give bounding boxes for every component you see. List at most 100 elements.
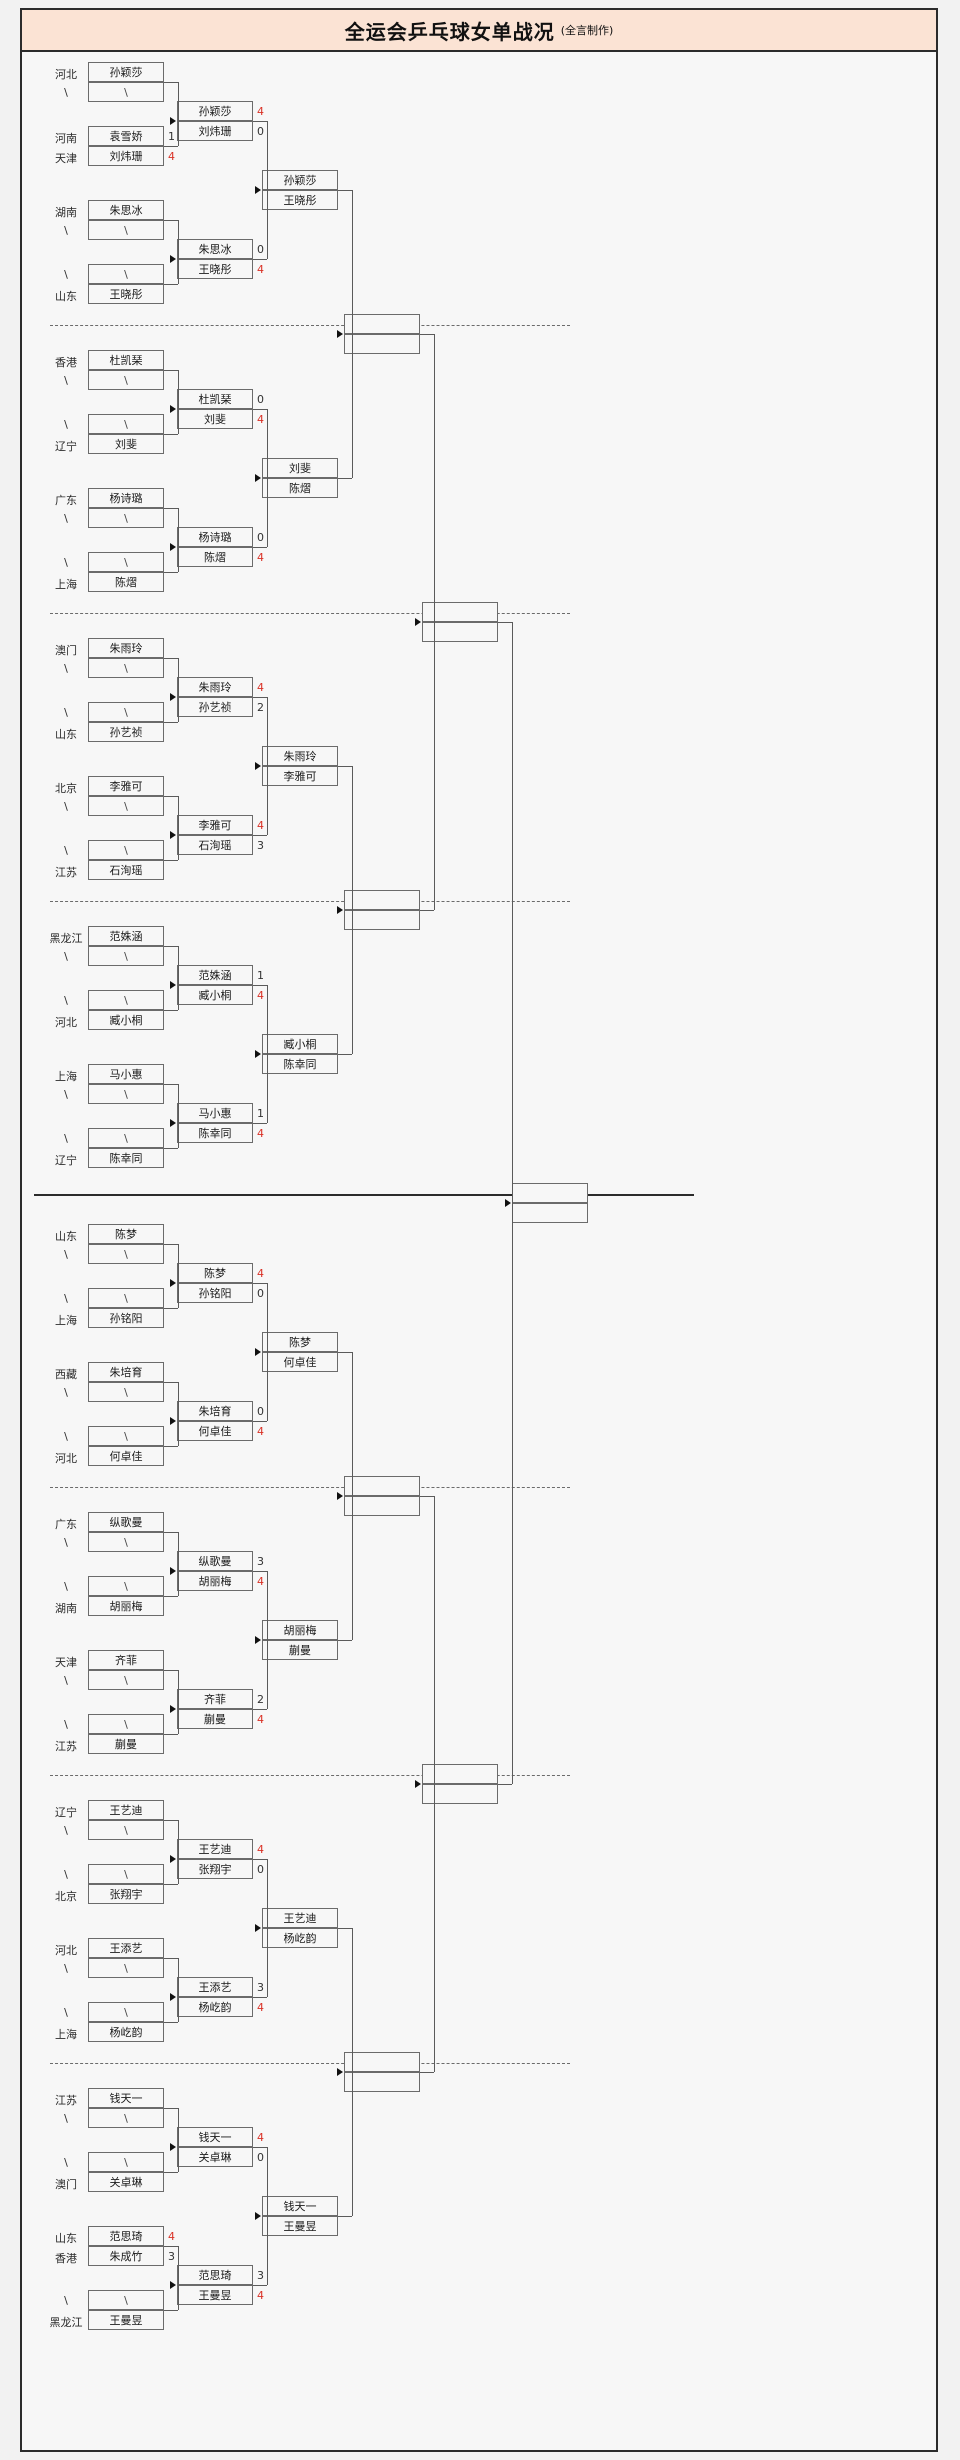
r2-slot-top[interactable]: 孙颖莎: [177, 101, 253, 121]
r1-slot-top[interactable]: 陈梦: [88, 1224, 164, 1244]
r1-slot-top[interactable]: \: [88, 1288, 164, 1308]
r1-slot-top[interactable]: 孙颖莎: [88, 62, 164, 82]
r1-slot-bottom[interactable]: 杨屹韵: [88, 2022, 164, 2042]
r3-slot-bottom[interactable]: 陈幸同: [262, 1054, 338, 1074]
r2-slot-bottom[interactable]: 蒯曼: [177, 1709, 253, 1729]
r2-slot-bottom[interactable]: 王晓彤: [177, 259, 253, 279]
r4-slot-top[interactable]: [344, 2052, 420, 2072]
r1-slot-bottom[interactable]: \: [88, 1084, 164, 1104]
r1-slot-top[interactable]: 朱培育: [88, 1362, 164, 1382]
r4-slot-bottom[interactable]: [344, 334, 420, 354]
r1-slot-bottom[interactable]: \: [88, 370, 164, 390]
r1-slot-top[interactable]: \: [88, 2152, 164, 2172]
r2-slot-bottom[interactable]: 孙艺祯: [177, 697, 253, 717]
r1-slot-top[interactable]: 袁雪娇: [88, 126, 164, 146]
final-slot-bottom[interactable]: [512, 1203, 588, 1223]
r1-slot-top[interactable]: 马小惠: [88, 1064, 164, 1084]
r2-slot-bottom[interactable]: 张翔宇: [177, 1859, 253, 1879]
r1-slot-top[interactable]: \: [88, 1714, 164, 1734]
r2-slot-top[interactable]: 王添艺: [177, 1977, 253, 1997]
r1-slot-bottom[interactable]: 朱成竹: [88, 2246, 164, 2266]
r2-slot-bottom[interactable]: 孙铭阳: [177, 1283, 253, 1303]
r1-slot-bottom[interactable]: 关卓琳: [88, 2172, 164, 2192]
r2-slot-top[interactable]: 朱思冰: [177, 239, 253, 259]
r2-slot-bottom[interactable]: 刘斐: [177, 409, 253, 429]
r1-slot-top[interactable]: \: [88, 264, 164, 284]
r1-slot-bottom[interactable]: 陈熠: [88, 572, 164, 592]
r1-slot-top[interactable]: 朱雨玲: [88, 638, 164, 658]
r2-slot-bottom[interactable]: 刘炜珊: [177, 121, 253, 141]
r2-slot-bottom[interactable]: 陈幸同: [177, 1123, 253, 1143]
r3-slot-bottom[interactable]: 王晓彤: [262, 190, 338, 210]
r1-slot-top[interactable]: \: [88, 1576, 164, 1596]
final-slot-top[interactable]: [512, 1183, 588, 1203]
r2-slot-bottom[interactable]: 胡丽梅: [177, 1571, 253, 1591]
r3-slot-top[interactable]: 钱天一: [262, 2196, 338, 2216]
r1-slot-bottom[interactable]: \: [88, 1532, 164, 1552]
r1-slot-bottom[interactable]: \: [88, 82, 164, 102]
r1-slot-top[interactable]: 李雅可: [88, 776, 164, 796]
r2-slot-top[interactable]: 范思琦: [177, 2265, 253, 2285]
r1-slot-bottom[interactable]: \: [88, 508, 164, 528]
r1-slot-top[interactable]: \: [88, 840, 164, 860]
r5-slot-bottom[interactable]: [422, 1784, 498, 1804]
r3-slot-top[interactable]: 朱雨玲: [262, 746, 338, 766]
r3-slot-bottom[interactable]: 李雅可: [262, 766, 338, 786]
r2-slot-bottom[interactable]: 臧小桐: [177, 985, 253, 1005]
r1-slot-top[interactable]: 杨诗璐: [88, 488, 164, 508]
r3-slot-bottom[interactable]: 杨屹韵: [262, 1928, 338, 1948]
r1-slot-bottom[interactable]: \: [88, 1820, 164, 1840]
r5-slot-top[interactable]: [422, 1764, 498, 1784]
r1-slot-top[interactable]: 朱思冰: [88, 200, 164, 220]
r2-slot-bottom[interactable]: 关卓琳: [177, 2147, 253, 2167]
r1-slot-bottom[interactable]: \: [88, 1670, 164, 1690]
r1-slot-bottom[interactable]: 何卓佳: [88, 1446, 164, 1466]
r2-slot-top[interactable]: 马小惠: [177, 1103, 253, 1123]
r1-slot-top[interactable]: 王添艺: [88, 1938, 164, 1958]
r3-slot-bottom[interactable]: 何卓佳: [262, 1352, 338, 1372]
r1-slot-bottom[interactable]: \: [88, 2108, 164, 2128]
r2-slot-top[interactable]: 杜凯琹: [177, 389, 253, 409]
r1-slot-bottom[interactable]: 王曼昱: [88, 2310, 164, 2330]
r1-slot-bottom[interactable]: 刘炜珊: [88, 146, 164, 166]
r1-slot-top[interactable]: 齐菲: [88, 1650, 164, 1670]
r1-slot-top[interactable]: \: [88, 990, 164, 1010]
r1-slot-bottom[interactable]: 臧小桐: [88, 1010, 164, 1030]
r2-slot-top[interactable]: 纵歌曼: [177, 1551, 253, 1571]
r2-slot-bottom[interactable]: 杨屹韵: [177, 1997, 253, 2017]
r5-slot-bottom[interactable]: [422, 622, 498, 642]
r4-slot-top[interactable]: [344, 1476, 420, 1496]
r2-slot-top[interactable]: 李雅可: [177, 815, 253, 835]
r1-slot-bottom[interactable]: 孙铭阳: [88, 1308, 164, 1328]
r1-slot-bottom[interactable]: 蒯曼: [88, 1734, 164, 1754]
r1-slot-bottom[interactable]: 胡丽梅: [88, 1596, 164, 1616]
r3-slot-top[interactable]: 胡丽梅: [262, 1620, 338, 1640]
r4-slot-bottom[interactable]: [344, 2072, 420, 2092]
r1-slot-top[interactable]: \: [88, 1128, 164, 1148]
r3-slot-bottom[interactable]: 王曼昱: [262, 2216, 338, 2236]
r1-slot-bottom[interactable]: 陈幸同: [88, 1148, 164, 1168]
r1-slot-top[interactable]: \: [88, 552, 164, 572]
r1-slot-bottom[interactable]: 孙艺祯: [88, 722, 164, 742]
r2-slot-bottom[interactable]: 陈熠: [177, 547, 253, 567]
r1-slot-top[interactable]: 王艺迪: [88, 1800, 164, 1820]
r1-slot-top[interactable]: \: [88, 414, 164, 434]
r1-slot-bottom[interactable]: 刘斐: [88, 434, 164, 454]
r1-slot-top[interactable]: \: [88, 1864, 164, 1884]
r1-slot-bottom[interactable]: 王晓彤: [88, 284, 164, 304]
r2-slot-top[interactable]: 朱培育: [177, 1401, 253, 1421]
r2-slot-top[interactable]: 齐菲: [177, 1689, 253, 1709]
r1-slot-bottom[interactable]: \: [88, 1382, 164, 1402]
r1-slot-top[interactable]: 范姝涵: [88, 926, 164, 946]
r3-slot-top[interactable]: 臧小桐: [262, 1034, 338, 1054]
r1-slot-bottom[interactable]: \: [88, 658, 164, 678]
r1-slot-bottom[interactable]: \: [88, 946, 164, 966]
r3-slot-top[interactable]: 陈梦: [262, 1332, 338, 1352]
r3-slot-bottom[interactable]: 蒯曼: [262, 1640, 338, 1660]
r2-slot-bottom[interactable]: 王曼昱: [177, 2285, 253, 2305]
r4-slot-top[interactable]: [344, 314, 420, 334]
r1-slot-top[interactable]: \: [88, 2290, 164, 2310]
r5-slot-top[interactable]: [422, 602, 498, 622]
r2-slot-bottom[interactable]: 何卓佳: [177, 1421, 253, 1441]
r1-slot-top[interactable]: 纵歌曼: [88, 1512, 164, 1532]
